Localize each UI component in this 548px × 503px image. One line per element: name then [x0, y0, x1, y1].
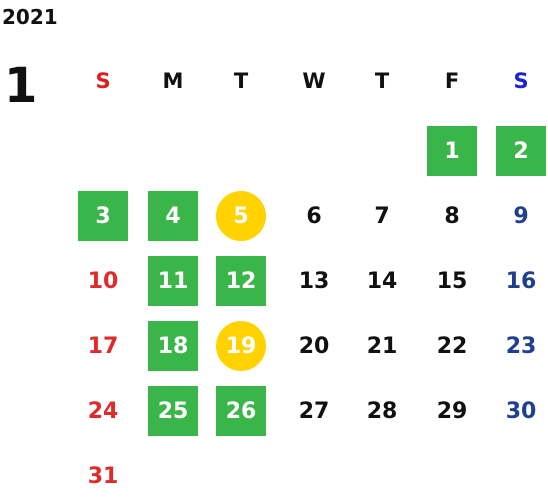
calendar-day[interactable]: 21: [366, 333, 398, 359]
calendar-day[interactable]: 31: [87, 463, 119, 489]
calendar-day[interactable]: 29: [436, 398, 468, 424]
calendar-day[interactable]: 10: [87, 268, 119, 294]
calendar-day[interactable]: 18: [148, 321, 198, 371]
calendar-day[interactable]: 30: [505, 398, 537, 424]
calendar-month: 1: [4, 58, 38, 114]
weekday-label: T: [233, 69, 249, 93]
weekday-label: S: [95, 69, 111, 93]
calendar-day[interactable]: 28: [366, 398, 398, 424]
calendar-day[interactable]: 16: [505, 268, 537, 294]
calendar-day[interactable]: 4: [148, 191, 198, 241]
calendar-day[interactable]: 27: [298, 398, 330, 424]
calendar-day[interactable]: 11: [148, 256, 198, 306]
weekday-label: F: [444, 69, 460, 93]
calendar-day[interactable]: 2: [496, 126, 546, 176]
calendar-day[interactable]: 17: [87, 333, 119, 359]
calendar-day[interactable]: 26: [216, 386, 266, 436]
calendar-day[interactable]: 7: [374, 203, 390, 229]
calendar-day[interactable]: 19: [216, 321, 266, 371]
calendar-day[interactable]: 14: [366, 268, 398, 294]
calendar-day[interactable]: 5: [216, 191, 266, 241]
calendar-day[interactable]: 24: [87, 398, 119, 424]
calendar-day[interactable]: 1: [427, 126, 477, 176]
calendar-day[interactable]: 3: [78, 191, 128, 241]
calendar-day[interactable]: 22: [436, 333, 468, 359]
calendar-day[interactable]: 6: [306, 203, 322, 229]
calendar-day[interactable]: 20: [298, 333, 330, 359]
weekday-label: W: [302, 69, 326, 93]
calendar-day[interactable]: 12: [216, 256, 266, 306]
calendar-day[interactable]: 8: [444, 203, 460, 229]
calendar-day[interactable]: 15: [436, 268, 468, 294]
weekday-label: T: [374, 69, 390, 93]
calendar-day[interactable]: 13: [298, 268, 330, 294]
calendar-day[interactable]: 9: [513, 203, 529, 229]
weekday-label: S: [513, 69, 529, 93]
weekday-label: M: [162, 69, 184, 93]
calendar-year: 2021: [2, 5, 58, 29]
calendar-day[interactable]: 25: [148, 386, 198, 436]
calendar-day[interactable]: 23: [505, 333, 537, 359]
